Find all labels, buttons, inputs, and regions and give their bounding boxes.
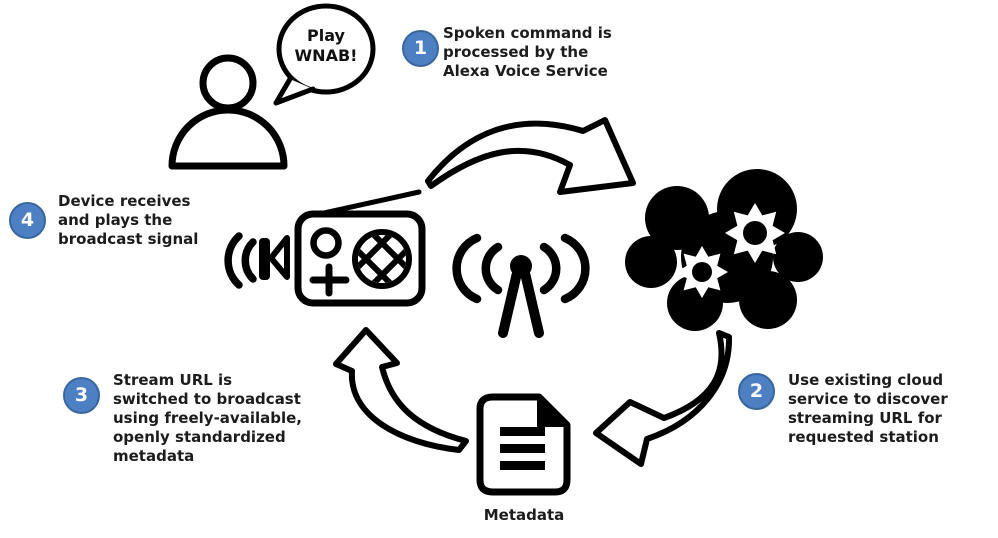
speech-bubble-icon xyxy=(273,3,376,106)
cloud-gears-icon xyxy=(625,169,823,331)
person-icon xyxy=(168,54,288,170)
radio-grille-icon xyxy=(352,229,412,289)
gear-icon xyxy=(725,203,785,263)
step-2-text: Use existing cloud service to discover s… xyxy=(788,371,948,446)
gear-icon xyxy=(676,246,728,298)
step-4-text: Device receives and plays the broadcast … xyxy=(58,192,199,248)
radio-knob-icon xyxy=(310,227,342,259)
arrow-cloud-to-metadata-icon xyxy=(593,330,733,467)
step-1-badge: 1 xyxy=(402,30,439,67)
speaker-icon xyxy=(224,232,290,289)
arrow-metadata-to-radio-icon xyxy=(333,327,469,453)
radio-icon xyxy=(294,189,426,307)
step-3-badge: 3 xyxy=(63,377,100,414)
step-2-badge: 2 xyxy=(738,373,775,410)
broadcast-antenna-icon xyxy=(452,233,590,338)
metadata-label: Metadata xyxy=(483,506,565,524)
metadata-document-icon xyxy=(476,393,571,496)
arrow-person-to-cloud-icon xyxy=(425,117,636,195)
speech-bubble-text: Play WNAB! xyxy=(294,26,358,65)
step-3-text: Stream URL is switched to broadcast usin… xyxy=(113,371,302,465)
radio-tuner-cross-icon xyxy=(309,263,350,297)
step-4-badge: 4 xyxy=(9,202,46,239)
step-1-text: Spoken command is processed by the Alexa… xyxy=(443,24,612,80)
